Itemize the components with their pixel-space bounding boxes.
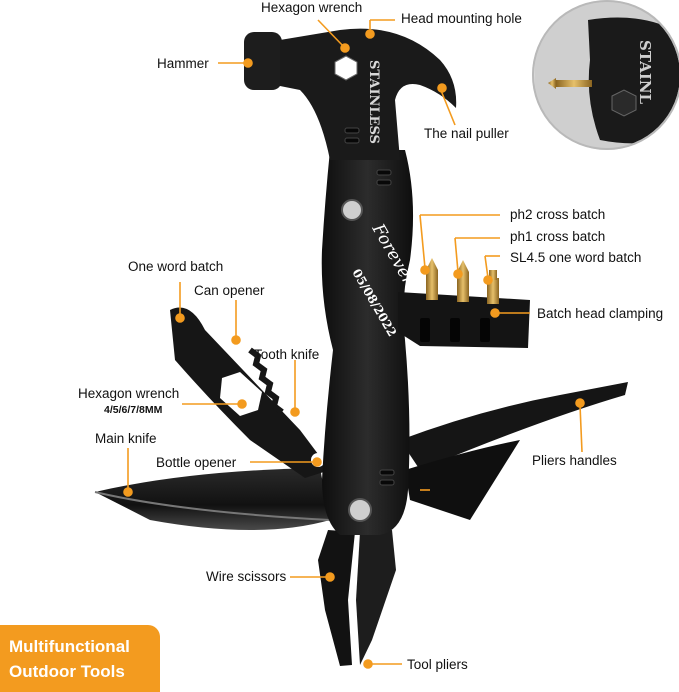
label-can-opener: Can opener [194,283,265,298]
hex-wrench-slot [220,372,262,416]
inset-brand: STAINL [636,40,654,105]
feature-badge: Multifunctional Outdoor Tools [0,625,160,692]
label-hexagon-wrench-sizes: 4/5/6/7/8MM [104,404,163,416]
inset-detail: STAINL [532,0,679,150]
saw-teeth [248,347,284,415]
label-main-knife: Main knife [95,431,157,446]
label-sl45-one-word-batch: SL4.5 one word batch [510,250,642,265]
label-head-mounting-hole: Head mounting hole [401,11,522,26]
label-ph1-cross-batch: ph1 cross batch [510,229,606,244]
hex-hole-top [334,55,358,81]
label-wire-scissors: Wire scissors [206,569,287,584]
screwdriver-bits [426,258,499,304]
main-knife-blade [95,468,330,530]
label-hexagon-wrench-top: Hexagon wrench [261,0,363,15]
label-tooth-knife: Tooth knife [254,347,320,362]
tool-handle [321,150,414,535]
engraving-brand: STAINLESS [366,60,381,144]
label-bottle-opener: Bottle opener [156,455,237,470]
label-hammer: Hammer [157,56,209,71]
hammer-face [244,32,282,90]
callout-lines [123,19,585,669]
pliers-handle-upper [400,382,628,470]
rivet-bottom [348,498,372,522]
hammer-head [280,28,457,160]
grip-slots [344,127,395,486]
bit-holder-slots [420,318,490,342]
bit-holder [398,292,530,348]
label-batch-head-clamping: Batch head clamping [537,306,664,321]
label-tool-pliers: Tool pliers [407,657,468,672]
label-ph2-cross-batch: ph2 cross batch [510,207,606,222]
pliers-jaw-left [318,530,355,666]
main-knife-edge [94,491,331,521]
label-pliers-handles: Pliers handles [532,453,617,468]
badge-line-1: Multifunctional [9,637,130,656]
pliers-jaw-right [356,530,396,665]
label-nail-puller: The nail puller [424,126,509,141]
rivet-top [341,199,363,221]
pliers-handle-lower [405,440,520,520]
badge-line-2: Outdoor Tools [9,662,125,681]
label-hexagon-wrench-side: Hexagon wrench [78,386,180,401]
label-one-word-batch: One word batch [128,259,224,274]
